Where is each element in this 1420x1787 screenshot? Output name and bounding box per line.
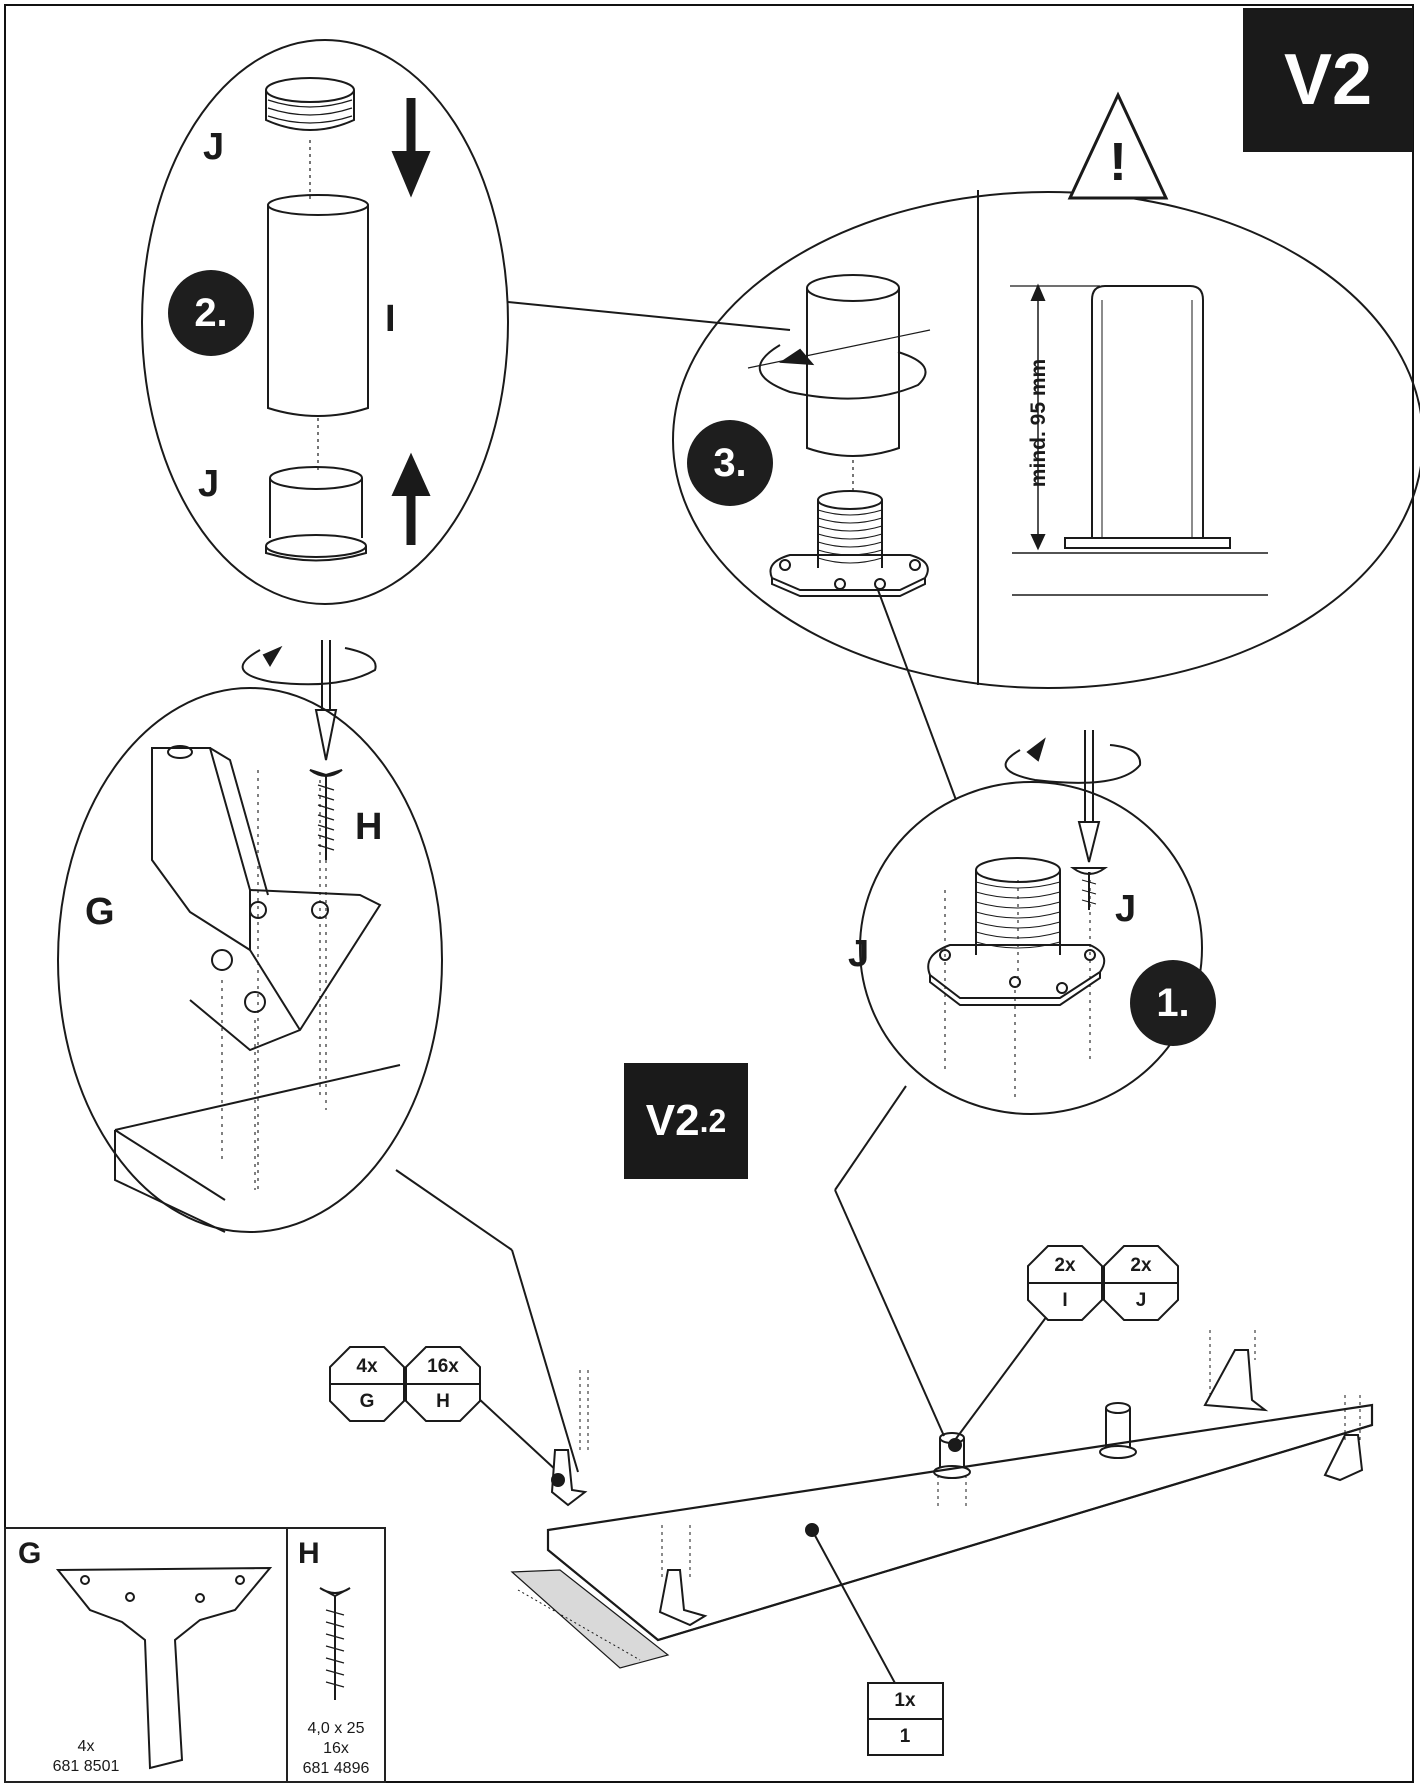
label-step1-right: J <box>1115 888 1137 930</box>
panel-badge-code: 1 <box>899 1726 911 1747</box>
badge-g-code: G <box>359 1391 375 1412</box>
part-box-h: H 4,0 x 25 16x 681 4896 <box>286 1527 386 1783</box>
detail-oval-step1 <box>859 781 1203 1115</box>
warning-triangle-icon <box>1067 91 1169 200</box>
part-g-article: 681 8501 <box>52 1758 120 1775</box>
part-g-qty: 4x <box>77 1738 95 1755</box>
step-code: V2 <box>1283 40 1373 120</box>
part-h-letter: H <box>298 1537 320 1570</box>
label-leg: G <box>85 891 115 933</box>
part-h-size: 4,0 x 25 <box>307 1720 365 1737</box>
badge-i-qty: 2x <box>1054 1255 1076 1276</box>
detail-oval-leg <box>57 687 443 1233</box>
badge-g-qty: 4x <box>356 1356 378 1377</box>
step-badge-3: 3. <box>687 420 773 506</box>
measurement-label: mind. 95 mm <box>1027 358 1050 488</box>
badge-i-code: I <box>1062 1290 1068 1311</box>
label-step1-left: J <box>848 933 870 975</box>
detail-oval-step2 <box>141 39 509 605</box>
part-h-caption: 4,0 x 25 16x 681 4896 <box>288 1719 384 1779</box>
part-g-letter: G <box>18 1537 42 1570</box>
sub-step-code-main: V2 <box>645 1096 700 1145</box>
badge-j-code: J <box>1135 1290 1147 1311</box>
panel-badge-qty: 1x <box>894 1690 916 1711</box>
label-tube: I <box>385 298 396 340</box>
label-cap-top: J <box>203 126 225 168</box>
step-badge-2: 2. <box>168 270 254 356</box>
page-frame <box>4 4 1414 1783</box>
sub-step-code-small: .2 <box>699 1102 727 1139</box>
badge-j-qty: 2x <box>1130 1255 1152 1276</box>
sub-step-code-box: V2.2 <box>624 1063 748 1179</box>
label-screw: H <box>355 806 383 848</box>
label-cap-bottom: J <box>198 463 220 505</box>
part-g-caption: 4x 681 8501 <box>46 1737 126 1777</box>
step-badge-1: 1. <box>1130 960 1216 1046</box>
part-h-qty: 16x <box>323 1740 349 1757</box>
badge-h-qty: 16x <box>427 1356 459 1377</box>
part-h-article: 681 4896 <box>302 1760 370 1777</box>
badge-h-code: H <box>436 1391 450 1412</box>
detail-oval-step3 <box>672 191 1420 689</box>
warning-symbol: ! <box>1109 132 1127 192</box>
step-code-box: V2 <box>1243 8 1413 152</box>
part-box-g: G 4x 681 8501 <box>4 1527 288 1783</box>
